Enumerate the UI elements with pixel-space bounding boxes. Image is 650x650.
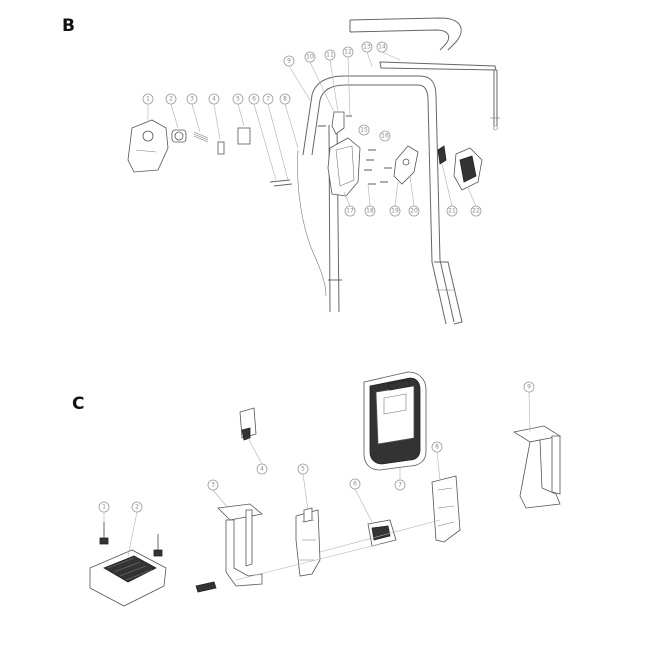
part-c7-battery-pack [363, 371, 427, 471]
svg-text:22: 22 [472, 208, 480, 215]
svg-text:17: 17 [346, 208, 354, 215]
part-b2-knob [171, 129, 187, 143]
callout-b13: 13 [361, 41, 373, 53]
svg-text:1: 1 [102, 504, 106, 511]
upper-cross-bar [379, 61, 500, 131]
svg-text:15: 15 [360, 127, 368, 134]
part-c6-connector [367, 519, 397, 547]
part-c1-screw [99, 522, 109, 545]
callout-b1: 1 [142, 93, 154, 105]
part-c2-module [89, 534, 167, 607]
callout-b5: 5 [232, 93, 244, 105]
svg-text:20: 20 [410, 208, 418, 215]
part-b15-left-grip [327, 137, 361, 197]
callout-b22: 22 [470, 205, 482, 217]
callout-c3: 3 [207, 479, 219, 491]
callout-b21: 21 [446, 205, 458, 217]
svg-text:4: 4 [212, 96, 216, 103]
callout-b17: 17 [344, 205, 356, 217]
part-b4-pin [217, 141, 225, 155]
callout-b20: 20 [408, 205, 420, 217]
section-b-label: B [62, 16, 75, 36]
svg-text:3: 3 [190, 96, 194, 103]
callout-c2: 2 [131, 501, 143, 513]
part-b18-clip [437, 145, 447, 165]
svg-text:8: 8 [283, 96, 287, 103]
svg-text:2: 2 [169, 96, 173, 103]
callout-b12: 12 [342, 46, 354, 58]
callout-b14: 14 [376, 41, 388, 53]
callouts-b: 1 2 3 4 5 6 7 8 9 10 11 12 13 14 15 16 1… [142, 41, 482, 217]
part-b6-screw [269, 179, 293, 187]
callout-c6: 6 [349, 478, 361, 490]
svg-text:1: 1 [146, 96, 150, 103]
svg-text:10: 10 [306, 54, 314, 61]
callout-b18: 18 [364, 205, 376, 217]
svg-text:21: 21 [448, 208, 456, 215]
part-c4-block [239, 407, 257, 441]
part-b5-plate [237, 127, 251, 145]
part-c9-bracket [512, 425, 562, 509]
svg-text:5: 5 [301, 466, 305, 473]
svg-text:6: 6 [353, 481, 357, 488]
svg-text:8: 8 [435, 444, 439, 451]
callout-b8: 8 [279, 93, 291, 105]
callout-b11: 11 [324, 49, 336, 61]
top-handle-bar [349, 17, 462, 51]
part-c5-side-panel [295, 507, 321, 577]
callout-c4: 4 [256, 463, 268, 475]
callout-c9: 9 [523, 381, 535, 393]
callout-c7: 7 [394, 479, 406, 491]
callout-b16: 16 [379, 130, 391, 142]
svg-text:4: 4 [260, 466, 264, 473]
svg-text:14: 14 [378, 44, 386, 51]
callout-b15: 15 [358, 124, 370, 136]
callout-b7: 7 [262, 93, 274, 105]
main-handle-frame [297, 75, 463, 325]
part-b3-spring [193, 131, 209, 143]
svg-text:13: 13 [363, 44, 371, 51]
svg-text:18: 18 [366, 208, 374, 215]
part-b-screws [318, 115, 392, 185]
svg-text:5: 5 [236, 96, 240, 103]
callouts-c: 1 2 3 4 5 6 7 8 9 [98, 381, 535, 513]
callout-b4: 4 [208, 93, 220, 105]
svg-text:19: 19 [391, 208, 399, 215]
callout-c5: 5 [297, 463, 309, 475]
callout-b10: 10 [304, 51, 316, 63]
callout-b9: 9 [283, 55, 295, 67]
part-b19-right-grip [453, 147, 483, 191]
leaders-c [103, 391, 531, 581]
svg-text:3: 3 [211, 482, 215, 489]
svg-text:9: 9 [527, 384, 531, 391]
leaders-b [147, 51, 477, 207]
callout-c1: 1 [98, 501, 110, 513]
svg-text:9: 9 [287, 58, 291, 65]
svg-text:12: 12 [344, 49, 352, 56]
part-c3-bracket [195, 503, 263, 593]
svg-text:2: 2 [135, 504, 139, 511]
svg-text:6: 6 [252, 96, 256, 103]
callout-c8: 8 [431, 441, 443, 453]
part-c8-bracket [431, 475, 461, 543]
callout-b3: 3 [186, 93, 198, 105]
svg-text:11: 11 [326, 52, 334, 59]
part-b1-housing [127, 119, 169, 173]
svg-text:16: 16 [381, 133, 389, 140]
callout-b6: 6 [248, 93, 260, 105]
svg-text:7: 7 [266, 96, 270, 103]
part-b17-bracket [393, 145, 419, 185]
svg-text:7: 7 [398, 482, 402, 489]
section-c-label: C [72, 394, 85, 414]
callout-b19: 19 [389, 205, 401, 217]
callout-b2: 2 [165, 93, 177, 105]
part-b10-lever [331, 111, 345, 135]
